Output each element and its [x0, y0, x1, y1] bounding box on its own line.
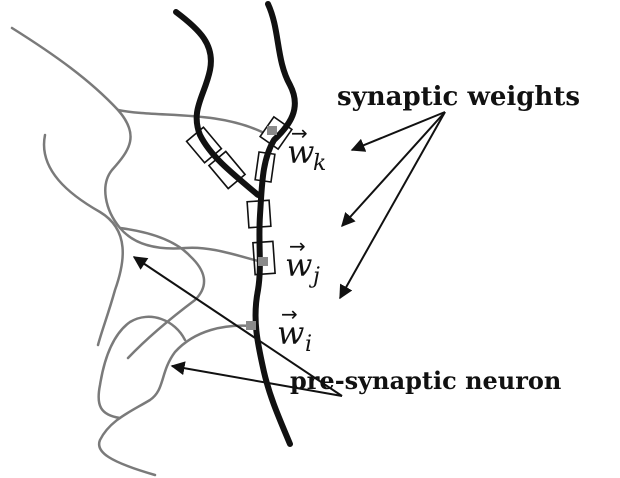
pre-synaptic-neurons: [12, 28, 262, 475]
synapse-dot-k: [267, 126, 277, 135]
dendrite-main: [256, 4, 295, 444]
weight-i-symbol: w: [277, 314, 304, 352]
pre-neuron-branch-left: [44, 135, 123, 345]
weight-j-symbol: w: [285, 246, 312, 284]
weight-label-j: → w j: [285, 234, 320, 289]
pre-synaptic-neuron-label: pre-synaptic neuron: [290, 366, 561, 395]
dendrite-side: [176, 12, 258, 195]
weight-k-subscript: k: [313, 151, 326, 176]
weight-label-i: → w i: [277, 302, 312, 357]
weight-label-k: → w k: [287, 121, 326, 176]
pre-neuron-branch-upper: [118, 110, 262, 132]
arrow-weights-to-j: [342, 112, 445, 226]
pre-neuron-branch-top: [12, 28, 262, 262]
weight-k-symbol: w: [287, 133, 314, 171]
pre-neuron-branch-lower: [99, 326, 252, 475]
arrow-weights-to-i: [340, 112, 445, 298]
synaptic-weights-label: synaptic weights: [337, 82, 580, 112]
pre-neuron-branch-bottom: [99, 317, 185, 418]
weight-i-subscript: i: [305, 332, 312, 357]
synapse-dot-j: [258, 257, 268, 266]
synapse-dot-i: [246, 321, 256, 330]
arrow-weights-to-k: [352, 112, 445, 150]
